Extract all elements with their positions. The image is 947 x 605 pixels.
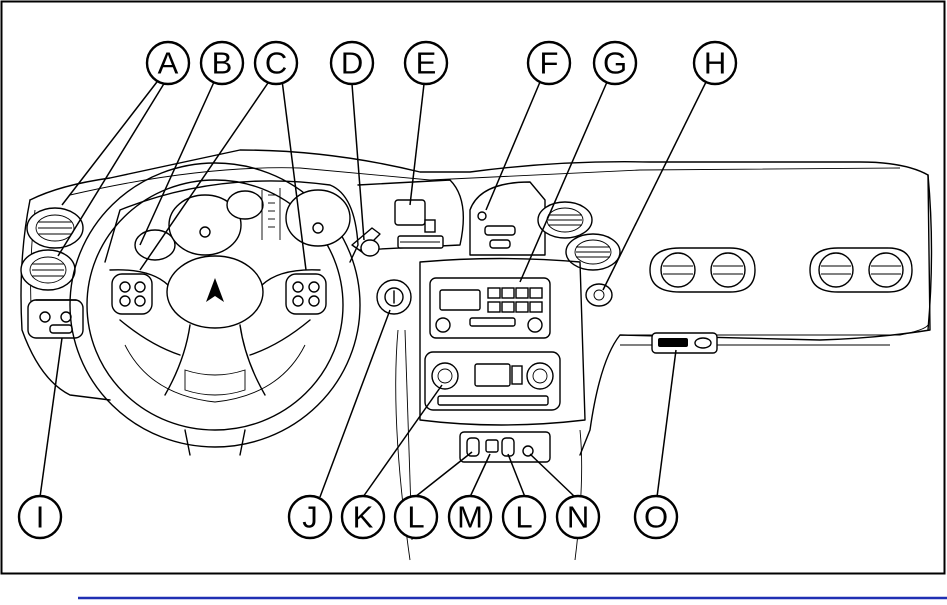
callout-I: I (19, 496, 61, 538)
callout-letter-A: A (158, 46, 179, 81)
callout-letter-H: H (704, 46, 726, 81)
callout-letter-F: F (540, 46, 559, 81)
center-stack (420, 259, 585, 426)
mirror-control-panel (28, 300, 83, 338)
callout-letter-J: J (302, 500, 318, 535)
callout-letter-I: I (36, 500, 45, 535)
center-lower-vent (566, 234, 620, 270)
callout-letter-O: O (644, 500, 668, 535)
callout-B: B (201, 42, 243, 84)
callout-L-left: L (395, 496, 437, 538)
callout-K: K (342, 496, 384, 538)
callout-letter-N: N (567, 500, 589, 535)
right-side-vents (810, 248, 912, 292)
callout-letter-L-left: L (407, 500, 424, 535)
callout-A: A (147, 42, 189, 84)
center-upper-vent (538, 202, 592, 238)
ignition-switch (377, 280, 411, 314)
instrument-cluster (105, 181, 358, 262)
glove-box-latch (652, 333, 717, 353)
right-center-vents (650, 248, 755, 292)
callout-letter-G: G (603, 46, 627, 81)
callout-letter-L-right: L (515, 500, 532, 535)
callout-letter-K: K (353, 500, 374, 535)
callout-G: G (594, 42, 636, 84)
callout-O: O (635, 496, 677, 538)
callout-J: J (289, 496, 331, 538)
callout-C: C (255, 42, 297, 84)
callout-E: E (405, 42, 447, 84)
callout-H: H (694, 42, 736, 84)
left-lower-vent (21, 250, 75, 290)
callout-letter-B: B (212, 46, 233, 81)
callout-F: F (528, 42, 570, 84)
power-outlet-panel (460, 432, 550, 462)
callout-letter-M: M (457, 500, 483, 535)
callout-M: M (449, 496, 491, 538)
callout-D: D (331, 42, 373, 84)
callout-N: N (557, 496, 599, 538)
callout-letter-C: C (265, 46, 287, 81)
callout-letter-D: D (341, 46, 363, 81)
hud-control-panel (470, 182, 545, 255)
callout-letter-E: E (416, 46, 437, 81)
callout-L-right: L (503, 496, 545, 538)
